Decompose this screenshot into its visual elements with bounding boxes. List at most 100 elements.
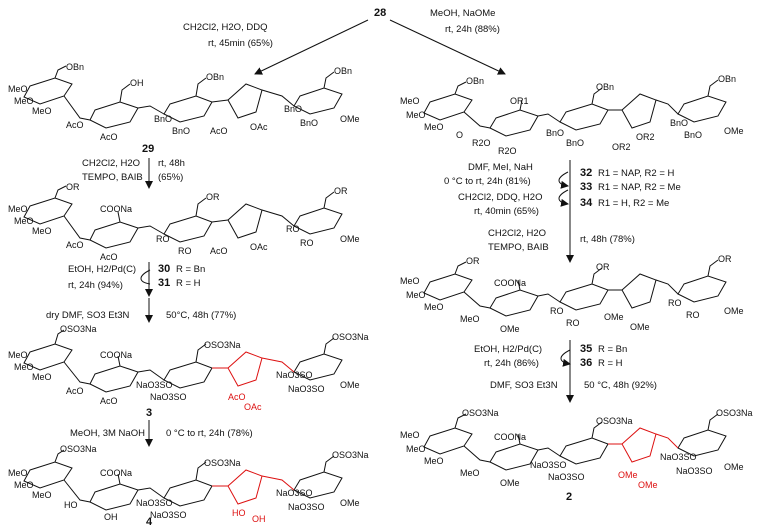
g32-meo1: MeO xyxy=(400,96,420,106)
g3-aco3: AcO xyxy=(228,392,246,402)
g3-aco2: AcO xyxy=(100,396,118,406)
cond-f1: MeOH, 3M NaOH xyxy=(70,428,145,439)
g2-ome1: OMe xyxy=(500,478,520,488)
g4-naso3so1: NaO3SO xyxy=(136,498,173,508)
def-r36: R = H xyxy=(598,358,623,369)
g3-oac: OAc xyxy=(244,402,262,412)
g32-obn2: OBn xyxy=(596,82,614,92)
cond-b1: MeOH, NaOMe xyxy=(430,8,495,19)
g4-oh-red: OH xyxy=(252,514,266,524)
compound-label-32: 32 xyxy=(580,167,592,179)
cond-a1: CH2Cl2, H2O, DDQ xyxy=(183,22,267,33)
cond-i1: CH2Cl2, H2O xyxy=(488,228,546,239)
cond-c2: TEMPO, BAIB xyxy=(82,172,143,183)
cond-f2: 0 °C to rt, 24h (78%) xyxy=(166,428,253,439)
g2-ome-red1: OMe xyxy=(618,470,638,480)
def-r33: R1 = NAP, R2 = Me xyxy=(598,182,681,193)
g2-naso3so3: NaO3SO xyxy=(660,452,697,462)
g32-ome: OMe xyxy=(724,126,744,136)
g29-aco3: AcO xyxy=(210,126,228,136)
g35-or3: OR xyxy=(718,254,732,264)
g35-ro3: RO xyxy=(668,298,682,308)
g3-oso3na1: OSO3Na xyxy=(60,324,97,334)
structure-4 xyxy=(23,449,343,511)
g35-ome3: OMe xyxy=(630,322,650,332)
g30-or1: OR xyxy=(66,182,80,192)
cond-c1: CH2Cl2, H2O xyxy=(82,158,140,169)
g35-or1: OR xyxy=(466,256,480,266)
g30-meo3: MeO xyxy=(32,226,52,236)
cond-e2: 50°C, 48h (77%) xyxy=(166,310,236,321)
compound-label-4: 4 xyxy=(146,516,153,527)
cond-c4: (65%) xyxy=(158,172,183,183)
cond-i2: TEMPO, BAIB xyxy=(488,242,549,253)
g32-r2o2: R2O xyxy=(498,146,517,156)
g29-meo3: MeO xyxy=(32,106,52,116)
g35-ome2: OMe xyxy=(604,312,624,322)
def-r31: R = H xyxy=(176,278,201,289)
cond-i3: rt, 48h (78%) xyxy=(580,234,635,245)
g29-aco1: AcO xyxy=(66,120,84,130)
g3-aco1: AcO xyxy=(66,386,84,396)
curved-arrow-33-34 xyxy=(558,189,569,207)
g2-oso3na3: OSO3Na xyxy=(716,408,753,418)
g3-naso3so3: NaO3SO xyxy=(276,370,313,380)
g32-meo2: MeO xyxy=(406,110,426,120)
cond-c3: rt, 48h xyxy=(158,158,185,169)
g32-r2o: R2O xyxy=(472,138,491,148)
arrow-28-to-29 xyxy=(254,19,369,75)
g32-obn3: OBn xyxy=(718,74,736,84)
g35-meo4: MeO xyxy=(460,314,480,324)
g29-bno1: BnO xyxy=(154,114,172,124)
g2-meo2: MeO xyxy=(406,444,426,454)
g30-meo2: MeO xyxy=(14,216,34,226)
g3-ome: OMe xyxy=(340,380,360,390)
g32-bno2: BnO xyxy=(566,138,584,148)
g32-bno3: BnO xyxy=(670,118,688,128)
compound-label-29: 29 xyxy=(142,143,154,155)
g30-aco2: AcO xyxy=(100,252,118,262)
g35-meo3: MeO xyxy=(424,302,444,312)
g4-meo3: MeO xyxy=(32,490,52,500)
g30-ro2: RO xyxy=(178,246,192,256)
g35-ome1: OMe xyxy=(500,324,520,334)
g30-aco1: AcO xyxy=(66,240,84,250)
g4-naso3so2: NaO3SO xyxy=(150,510,187,520)
cond-k2: 50 °C, 48h (92%) xyxy=(584,380,657,391)
g3-naso3so2: NaO3SO xyxy=(150,392,187,402)
compound-label-31: 31 xyxy=(158,277,170,289)
g3-naso3so4: NaO3SO xyxy=(288,384,325,394)
g3-meo1: MeO xyxy=(8,350,28,360)
g30-aco3: AcO xyxy=(210,246,228,256)
compound-label-35: 35 xyxy=(580,343,592,355)
g29-obn3: OBn xyxy=(334,66,352,76)
def-r30: R = Bn xyxy=(176,264,205,275)
cond-b2: rt, 24h (88%) xyxy=(445,24,500,35)
g3-oso3na2: OSO3Na xyxy=(204,340,241,350)
g30-ome: OMe xyxy=(340,234,360,244)
g30-ro3: RO xyxy=(286,224,300,234)
g4-oso3na3: OSO3Na xyxy=(332,450,369,460)
g30-ro4: RO xyxy=(300,238,314,248)
g4-oso3na2: OSO3Na xyxy=(204,458,241,468)
g29-obn1: OBn xyxy=(66,62,84,72)
structure-32-33-34 xyxy=(423,79,727,137)
cond-h2: rt, 40min (65%) xyxy=(474,206,539,217)
compound-label-2: 2 xyxy=(566,491,572,503)
structure-30-31 xyxy=(23,185,343,249)
g2-meo4: MeO xyxy=(460,468,480,478)
g35-or2: OR xyxy=(596,262,610,272)
cond-a2: rt, 45min (65%) xyxy=(208,38,273,49)
g30-or3: OR xyxy=(334,186,348,196)
compound-label-34: 34 xyxy=(580,197,593,209)
g4-meo1: MeO xyxy=(8,468,28,478)
cond-k1: DMF, SO3 Et3N xyxy=(490,380,558,391)
def-r35: R = Bn xyxy=(598,344,627,355)
arrow-28-to-32 xyxy=(389,19,506,75)
g3-oso3na3: OSO3Na xyxy=(332,332,369,342)
g2-naso3so2: NaO3SO xyxy=(548,472,585,482)
g29-ome: OMe xyxy=(340,114,360,124)
g29-bno3: BnO xyxy=(284,104,302,114)
g2-oso3na1: OSO3Na xyxy=(462,408,499,418)
